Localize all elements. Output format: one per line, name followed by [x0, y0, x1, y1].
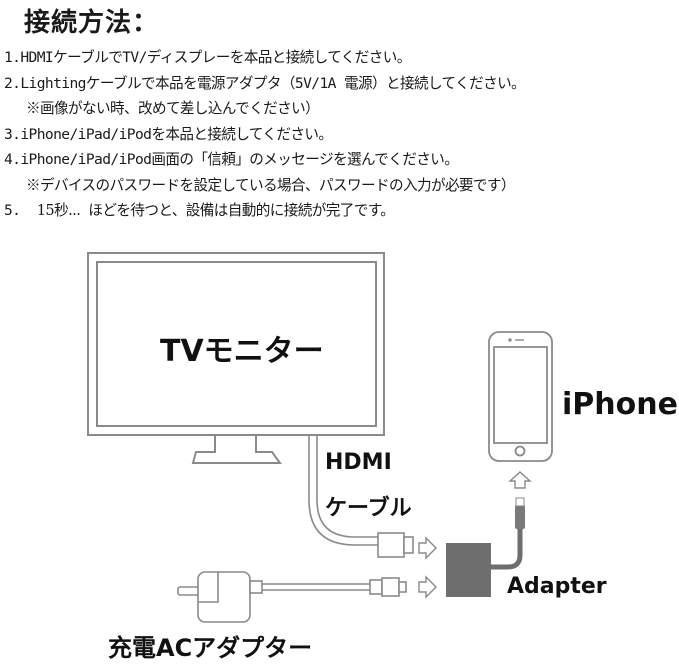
step-1: 1.HDMIケーブルでTV/ディスプレーを本品と接続してください。: [4, 45, 525, 71]
tv-monitor-label: TVモニター: [160, 334, 324, 369]
step-text: HDMIケーブルでTV/ディスプレーを本品と接続してください。: [20, 49, 411, 66]
step-number: 3.: [4, 125, 21, 143]
page-title: 接続方法：: [24, 8, 160, 38]
arrow-right-icon: [418, 575, 437, 599]
step-note-text: ※画像がない時、改めて差し込んでください）: [26, 100, 320, 117]
step-4-note: ※デバイスのパスワードを設定している場合、パスワードの入力が必要です）: [4, 173, 525, 199]
hdmi-label: HDMI: [325, 450, 392, 475]
lightning-cable-icon: [491, 497, 525, 570]
step-number: 1.: [4, 49, 21, 66]
arrow-right-icon: [418, 536, 437, 560]
cable-label: ケーブル: [325, 496, 412, 521]
step-number: 4.: [4, 151, 21, 168]
ac-adapter-label: 充電ACアダプター: [108, 634, 313, 662]
step-3: 3.iPhone/iPad/iPodを本品と接続してください。: [4, 122, 525, 148]
hdmi-cable-icon: [308, 435, 414, 558]
tv-monitor-icon: [87, 252, 385, 464]
step-text: iPhone/iPad/iPod画面の「信頼」のメッセージを選んでください。: [20, 151, 459, 168]
iphone-label: iPhone: [562, 387, 678, 422]
iphone-icon: [488, 331, 553, 462]
step-number: 2.: [4, 74, 21, 92]
step-number: 5.: [4, 202, 21, 219]
instruction-steps: 1.HDMIケーブルでTV/ディスプレーを本品と接続してください。 2.Ligh…: [4, 45, 526, 224]
step-2: 2.Lightingケーブルで本品を電源アダプタ（5V/1A 電源）と接続してく…: [4, 71, 526, 97]
adapter-icon: [446, 543, 491, 597]
step-note-text: ※デバイスのパスワードを設定している場合、パスワードの入力が必要です）: [26, 176, 516, 194]
step-5: 5. 15秒... ほどを待つと、設備は自動的に接続が完了です。: [4, 198, 525, 224]
step-2-note: ※画像がない時、改めて差し込んでください）: [4, 96, 525, 122]
step-4: 4.iPhone/iPad/iPod画面の「信頼」のメッセージを選んでください。: [4, 147, 525, 173]
adapter-label: Adapter: [507, 574, 607, 599]
step-text: iPhone/iPad/iPodを本品と接続してください。: [20, 125, 333, 143]
step-text: ほどを待つと、設備は自動的に接続が完了です。: [88, 202, 395, 219]
step-text: Lightingケーブルで本品を電源アダプタ（5V/1A 電源）と接続してくださ…: [20, 74, 526, 92]
ac-adapter-icon: [177, 571, 407, 623]
arrow-up-icon: [508, 471, 532, 489]
step-time: 15秒...: [36, 202, 81, 219]
